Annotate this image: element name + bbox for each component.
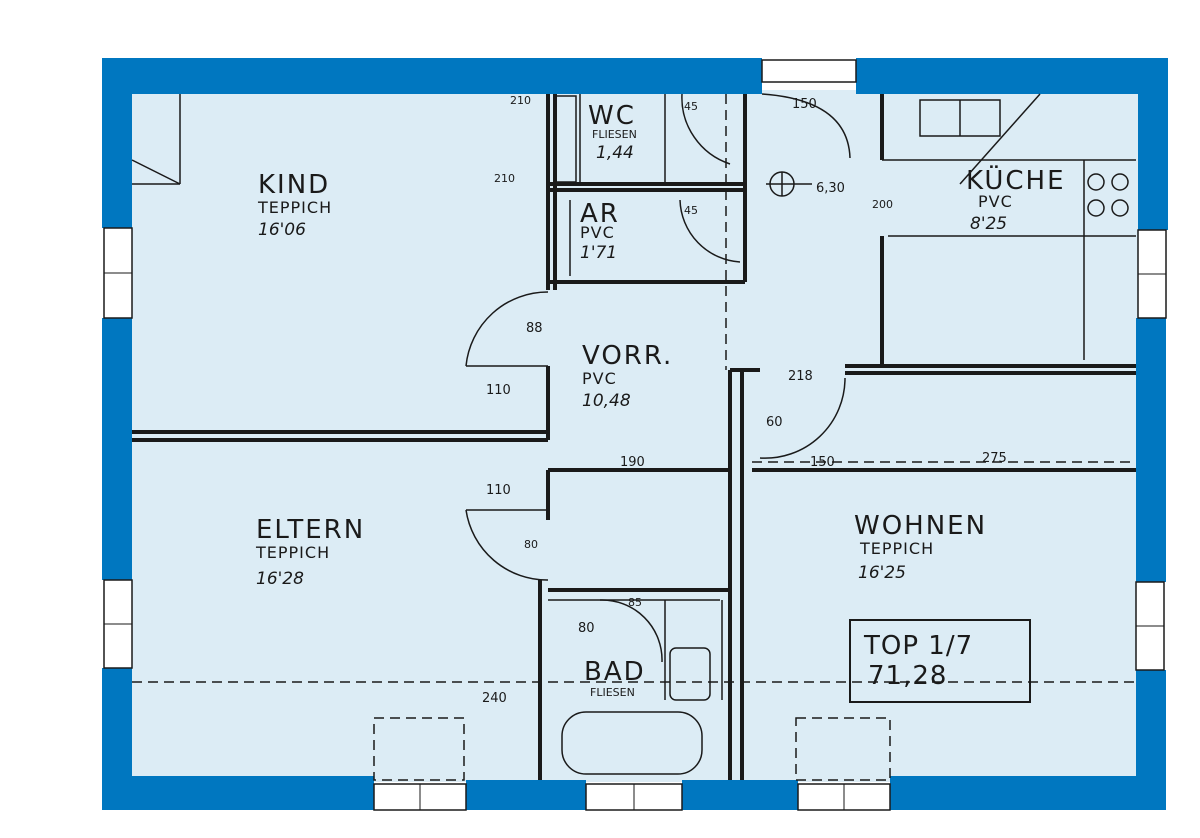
room-kind-area: 16'06 [258,220,306,240]
door-ar [679,199,741,263]
room-vorr-area: 10,48 [582,391,631,411]
unit-label: TOP 1/7 [863,631,973,661]
dim-45-a: 45 [684,100,698,113]
wall-right-upper [1138,58,1168,230]
dim-80-bad: 80 [578,621,595,636]
unit-box [849,619,1031,703]
dim-240: 240 [482,691,507,706]
wall-bottom-2 [466,780,586,810]
room-wc-area: 1,44 [596,143,634,163]
room-kueche-floor: PVC [978,192,1013,211]
room-kind-name: KIND [258,170,330,200]
room-wohnen-name: WOHNEN [854,511,987,541]
wc-bowl [555,95,577,183]
sink-bowl-1 [1087,173,1105,191]
door-kind [465,291,549,367]
door-entry [761,93,851,159]
room-kueche-area: 8'25 [970,214,1007,234]
dim-88: 88 [526,321,543,336]
room-kueche-name: KÜCHE [966,164,1066,196]
wall-left-upper [102,58,132,228]
dim-110-a: 110 [486,383,511,398]
dim-45-b: 45 [684,204,698,217]
dim-218: 218 [788,369,813,384]
door-wohnen [759,377,846,459]
dim-210-b: 210 [494,172,515,185]
exterior-walls [102,58,1168,810]
room-ar-name: AR [580,199,620,229]
bathtub [561,711,703,775]
interior-walls [132,94,1136,780]
wall-left-mid [102,318,132,580]
wall-bottom-1 [102,776,374,810]
room-wohnen-area: 16'25 [858,563,906,583]
wall-top-left [102,58,762,94]
door-bad [599,599,663,663]
dashed-lines [132,94,1136,781]
sink-bowl-3 [1087,199,1105,217]
dim-110-b: 110 [486,483,511,498]
door-eltern [465,509,549,581]
room-bad-floor: FLIESEN [590,686,635,699]
dim-200: 200 [872,198,893,211]
door-wc [681,93,731,165]
room-wc-floor: FLIESEN [592,128,637,141]
dim-80-wc: 80 [524,538,538,551]
room-vorr-floor: PVC [582,369,617,388]
dim-85: 85 [628,596,642,609]
unit-area: 71,28 [868,661,947,691]
dim-630: 6,30 [816,181,845,196]
dim-150-top: 150 [792,97,817,112]
wall-top-right [856,58,1168,94]
door-swings [131,93,1041,663]
dim-190: 190 [620,455,645,470]
interior-thin-lines [548,94,1136,700]
floor-area [128,90,1140,782]
dim-60: 60 [766,415,783,430]
dim-210-a: 210 [510,94,531,107]
room-kind-floor: TEPPICH [257,198,332,217]
fixtures [555,95,1129,775]
dim-275: 275 [982,451,1007,466]
sink-bowl-4 [1111,199,1129,217]
room-eltern-floor: TEPPICH [255,543,330,562]
room-vorr-name: VORR. [582,341,673,371]
wall-right-mid [1136,318,1166,582]
dim-150-mid: 150 [810,455,835,470]
room-eltern-name: ELTERN [256,515,365,545]
wall-bottom-3 [682,780,798,810]
wall-bottom-4 [890,776,1166,810]
room-wc-name: WC [588,101,636,131]
room-wohnen-floor: TEPPICH [859,539,934,558]
room-bad-name: BAD [584,657,646,687]
shower-tray [669,647,711,701]
sink-bowl-2 [1111,173,1129,191]
room-eltern-area: 16'28 [256,569,304,589]
room-ar-floor: PVC [580,223,615,242]
window-mullions [104,272,1166,810]
room-ar-area: 1'71 [580,243,617,263]
window-top-entry [761,59,857,83]
